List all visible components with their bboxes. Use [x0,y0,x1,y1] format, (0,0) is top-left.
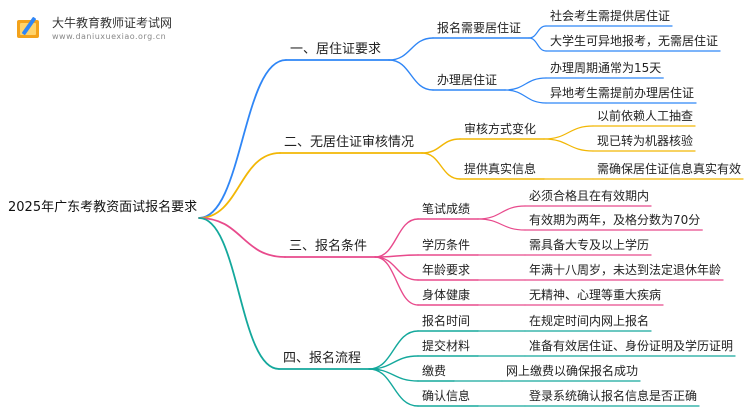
connector-root-branch-1 [198,59,287,219]
branch-2-sub-1: 审核方式变化 [464,122,537,136]
root-topic: 2025年广东考教资面试报名要求 [8,200,198,215]
branch-3-sub-4-leaf-1: 无精神、心理等重大疾病 [529,288,662,302]
branch-3-sub-2: 学历条件 [422,238,471,252]
connector-branch-1-sub-1-leaf-1 [528,25,547,39]
connector-root-branch-2 [198,152,281,219]
branch-4-sub-2-leaf-1: 准备有效居住证、身份证明及学历证明 [529,339,734,353]
brand-url: www.daniuxuexiao.org.cn [52,32,167,41]
connector-branch-2-sub-1 [421,138,461,154]
branch-3-sub-1: 笔试成绩 [422,202,471,216]
brand-title: 大牛教育教师证考试网 [52,16,173,30]
connector-root-branch-4 [198,217,280,370]
branch-4-sub-1: 报名时间 [422,314,471,328]
book-pencil-icon [17,17,39,38]
connector-branch-1-sub-2-leaf-1 [504,77,547,91]
connector-branch-3-sub-3 [374,256,419,281]
branch-1-sub-2: 办理居住证 [437,73,498,87]
connector-branch-1-sub-2-leaf-2 [504,89,547,104]
branch-4-sub-3-leaf-1: 网上缴费以确保报名成功 [506,364,639,378]
branch-2-title: 二、无居住证审核情况 [284,135,415,150]
connector-branch-3-sub-1-leaf-2 [477,218,526,231]
connector-branch-3-sub-4 [374,256,419,306]
branch-3-sub-3: 年龄要求 [422,263,471,277]
connector-branch-1-sub-1 [388,37,434,61]
connector-branch-4-sub-1 [368,330,419,370]
branch-2-sub-2-leaf-1: 需确保居住证信息真实有效 [597,162,742,176]
branch-4-sub-3: 缴费 [422,364,447,378]
branch-3-sub-4: 身体健康 [422,288,471,302]
branch-3-sub-2-leaf-1: 需具备大专及以上学历 [529,238,650,252]
branch-4-sub-2: 提交材料 [422,339,471,353]
branch-1-sub-1: 报名需要居住证 [437,21,522,35]
branch-1-sub-1-leaf-1: 社会考生需提供居住证 [550,9,671,23]
branch-2-sub-1-leaf-1: 以前依赖人工抽查 [597,109,694,123]
connector-branch-1-sub-2 [388,59,434,91]
branch-3-sub-1-leaf-1: 必须合格且在有效期内 [529,189,650,203]
branch-3-title: 三、报名条件 [289,239,368,254]
branch-3-sub-1-leaf-2: 有效期为两年，及格分数为70分 [529,213,701,227]
branch-2-sub-2: 提供真实信息 [464,162,537,176]
branch-4-title: 四、报名流程 [283,351,362,366]
connector-branch-1-sub-1-leaf-2 [528,37,547,52]
connector-branch-3-sub-1-leaf-1 [477,205,526,220]
branch-1-sub-1-leaf-2: 大学生可异地报考，无需居住证 [550,34,719,48]
branch-2-sub-1-leaf-2: 现已转为机器核验 [597,134,694,148]
branch-1-sub-2-leaf-1: 办理周期通常为15天 [550,61,662,75]
connector-root-branch-3 [198,217,286,258]
connector-branch-2-sub-1-leaf-2 [543,138,594,152]
branch-3-sub-3-leaf-1: 年满十八周岁，未达到法定退休年龄 [529,263,722,277]
branch-1-title: 一、居住证要求 [290,42,382,57]
connector-branch-3-sub-1 [374,218,419,258]
branch-4-sub-4-leaf-1: 登录系统确认报名信息是否正确 [529,389,698,403]
branch-4-sub-1-leaf-1: 在规定时间内网上报名 [529,314,650,328]
connector-branch-2-sub-2 [421,152,461,180]
connector-branch-2-sub-1-leaf-1 [543,125,594,140]
connector-branch-4-sub-4 [368,368,419,407]
branch-1-sub-2-leaf-2: 异地考生需提前办理居住证 [550,86,695,100]
branch-4-sub-4: 确认信息 [422,389,471,403]
